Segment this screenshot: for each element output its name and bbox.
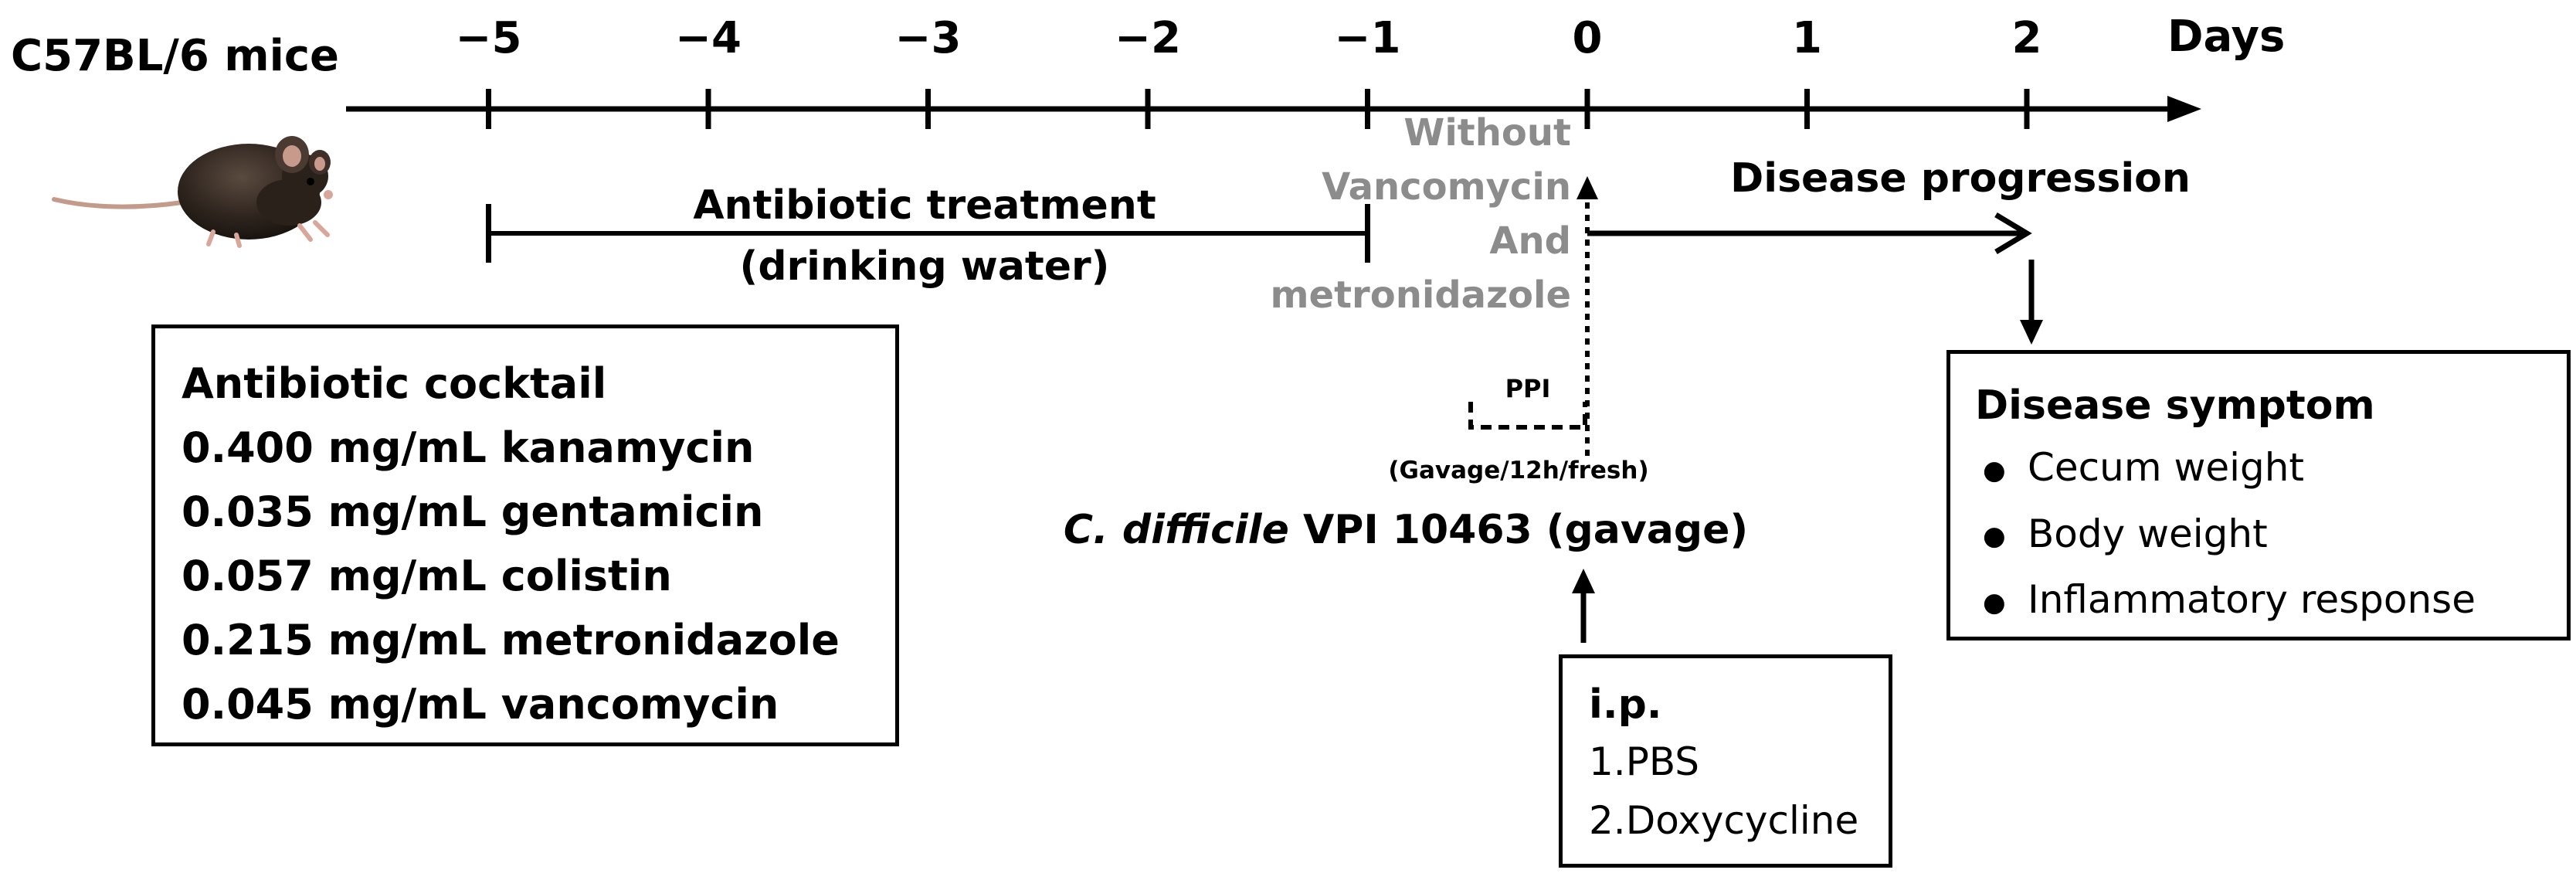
disease-progression-arrow: [1587, 212, 2032, 255]
infection-species: C. difficile: [1064, 507, 1289, 553]
dotted-arrow-head: [1576, 176, 1598, 199]
cocktail-item: 0.035 mg/mL gentamicin: [182, 488, 764, 536]
axis-tick-label: −3: [895, 13, 962, 63]
symptom-arrow-head: [2020, 320, 2043, 345]
symptom-item-text: Cecum weight: [2028, 445, 2305, 490]
without-note-line: metronidazole: [1271, 274, 1571, 317]
without-note-line: And: [1489, 219, 1571, 263]
axis-tick-label: −2: [1115, 13, 1181, 63]
without-note-line: Vancomycin: [1322, 165, 1571, 209]
antibiotic-treatment-range: [486, 204, 1370, 263]
ip-arrow-head: [1572, 569, 1595, 593]
mouse-icon: [52, 136, 333, 248]
disease-progression-head: [1994, 212, 2032, 255]
bullet-icon: ●: [1983, 521, 2006, 552]
disease-symptom-box: Disease symptom ● Cecum weight ● Body weig…: [1946, 350, 2571, 640]
infection-label: C. difficile VPI 10463 (gavage): [1064, 507, 1748, 553]
bullet-icon: ●: [1983, 454, 2006, 486]
cocktail-item: 0.400 mg/mL kanamycin: [182, 423, 755, 472]
axis-tick-label: 0: [1573, 13, 1603, 63]
disease-symptom-title: Disease symptom: [1975, 382, 2375, 429]
axis-tick-label: −4: [675, 13, 742, 63]
axis-ticks: −5 −4 −3 −2 −1 0 1 2: [456, 13, 2042, 129]
axis-tick-label: 1: [1792, 13, 1822, 63]
symptom-list: ● Cecum weight ● Body weight ● Inflammatory…: [1975, 436, 2567, 634]
ip-title: i.p.: [1589, 681, 1662, 728]
antibiotic-cocktail-box: Antibiotic cocktail 0.400 mg/mL kanamyci…: [151, 324, 899, 746]
bullet-icon: ●: [1983, 586, 2006, 618]
symptom-item-text: Inflammatory response: [2028, 577, 2476, 622]
ppi-bracket: [1468, 402, 1587, 430]
axis-tick-label: −1: [1335, 13, 1401, 63]
ip-treatment-box: i.p. 1.PBS 2.Doxycycline: [1559, 654, 1892, 868]
antibiotic-treatment-label: Antibiotic treatment: [693, 182, 1156, 229]
symptom-item-text: Body weight: [2028, 511, 2268, 556]
axis-arrowhead: [2167, 96, 2201, 122]
antibiotic-cocktail-title: Antibiotic cocktail: [182, 359, 607, 408]
symptom-item: ● Body weight: [1975, 502, 2567, 569]
ip-item: 2.Doxycycline: [1589, 798, 1859, 843]
symptom-item: ● Inflammatory response: [1975, 568, 2567, 634]
antibiotic-treatment-sublabel: (drinking water): [740, 243, 1110, 290]
ppi-label: PPI: [1505, 374, 1551, 403]
without-note-line: Without: [1403, 111, 1571, 155]
symptom-item: ● Cecum weight: [1975, 436, 2567, 502]
axis-unit-label: Days: [2167, 12, 2285, 62]
cocktail-item: 0.057 mg/mL colistin: [182, 552, 672, 600]
axis-tick-label: 2: [2012, 13, 2042, 63]
infection-strain: VPI 10463 (gavage): [1303, 507, 1748, 553]
disease-progression-label: Disease progression: [1730, 155, 2191, 202]
subject-label: C57BL/6 mice: [11, 31, 339, 81]
ip-item: 1.PBS: [1589, 739, 1700, 784]
ppi-detail: (Gavage/12h/fresh): [1388, 457, 1648, 484]
axis-tick-label: −5: [456, 13, 522, 63]
cocktail-item: 0.215 mg/mL metronidazole: [182, 616, 840, 664]
without-antibiotics-note: Without Vancomycin And metronidazole: [1271, 111, 1571, 317]
cocktail-item: 0.045 mg/mL vancomycin: [182, 680, 779, 729]
